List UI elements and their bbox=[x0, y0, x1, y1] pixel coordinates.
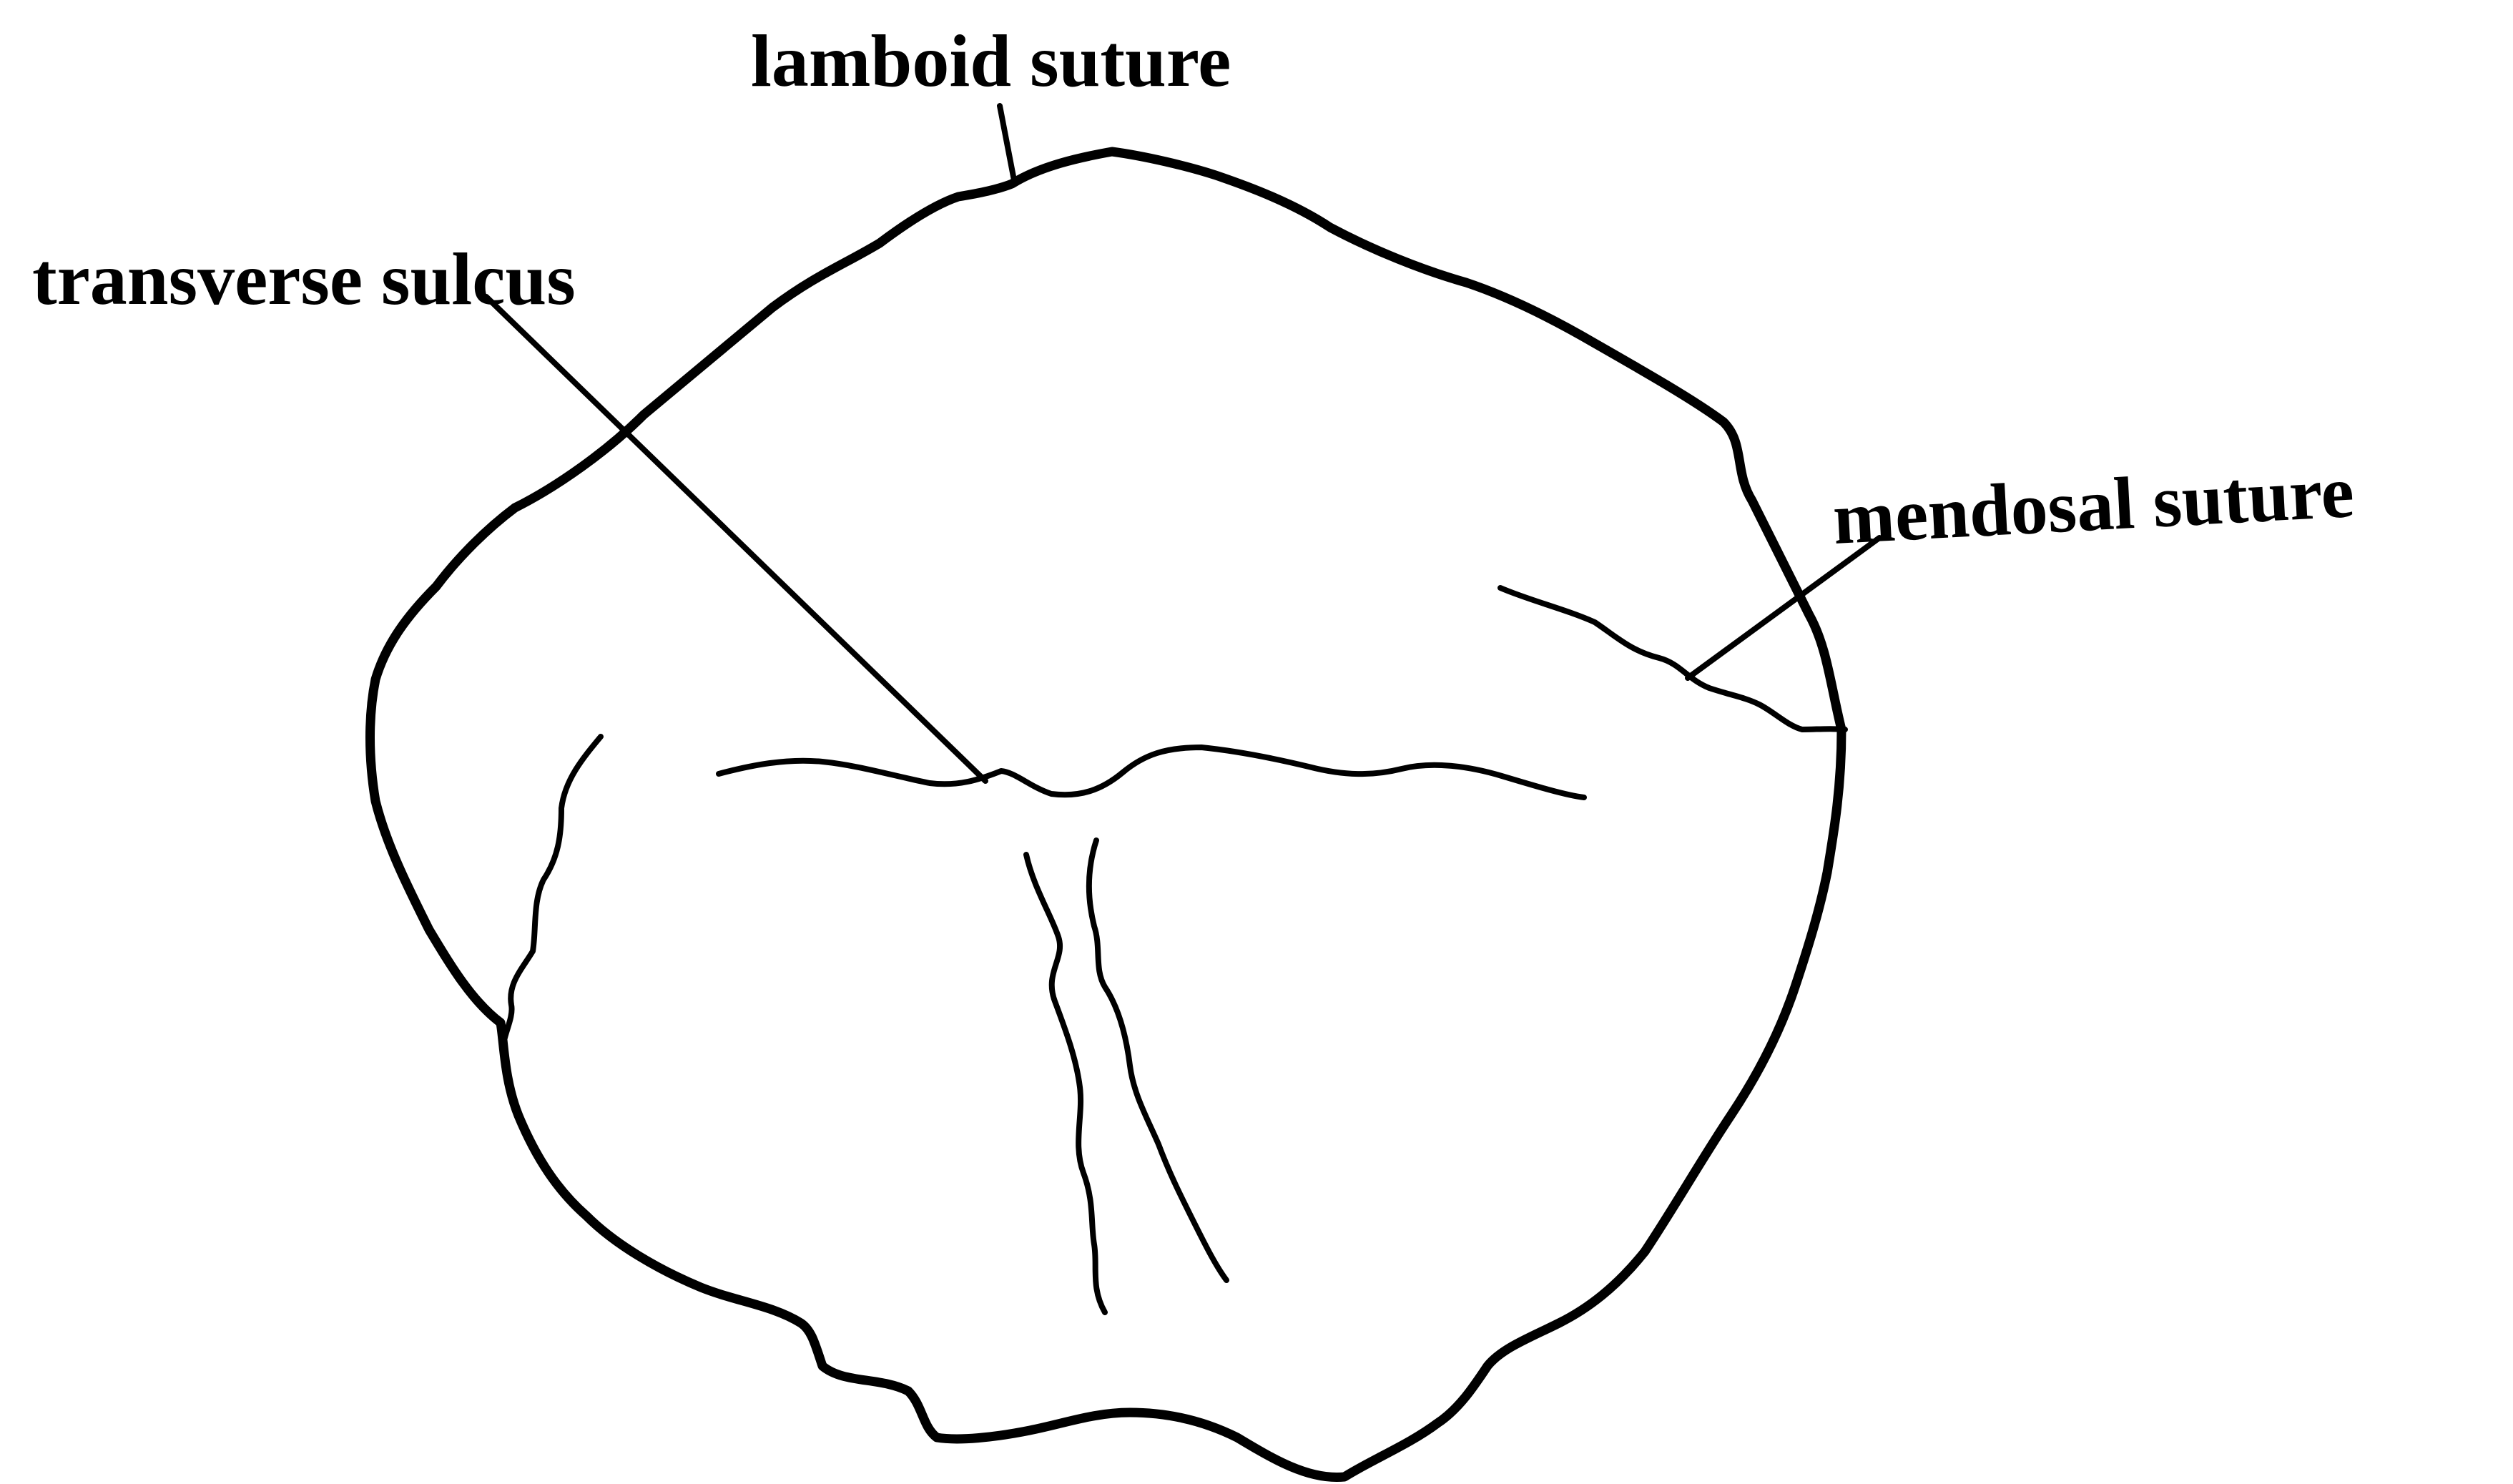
left-suture-line bbox=[504, 737, 601, 1041]
transverse-leader-line bbox=[486, 297, 985, 781]
transverse-ridge-line bbox=[719, 747, 1584, 797]
lamboid-suture-label: lamboid suture bbox=[751, 20, 1231, 102]
mendosal-suture-line bbox=[1500, 588, 1845, 729]
transverse-sulcus-label: transverse sulcus bbox=[32, 238, 576, 320]
central-crack-right bbox=[1089, 840, 1226, 1280]
mendosal-suture-label: mendosal suture bbox=[1831, 451, 2356, 560]
bone-outline bbox=[370, 152, 1842, 1478]
lamboid-leader-line bbox=[1000, 106, 1014, 180]
